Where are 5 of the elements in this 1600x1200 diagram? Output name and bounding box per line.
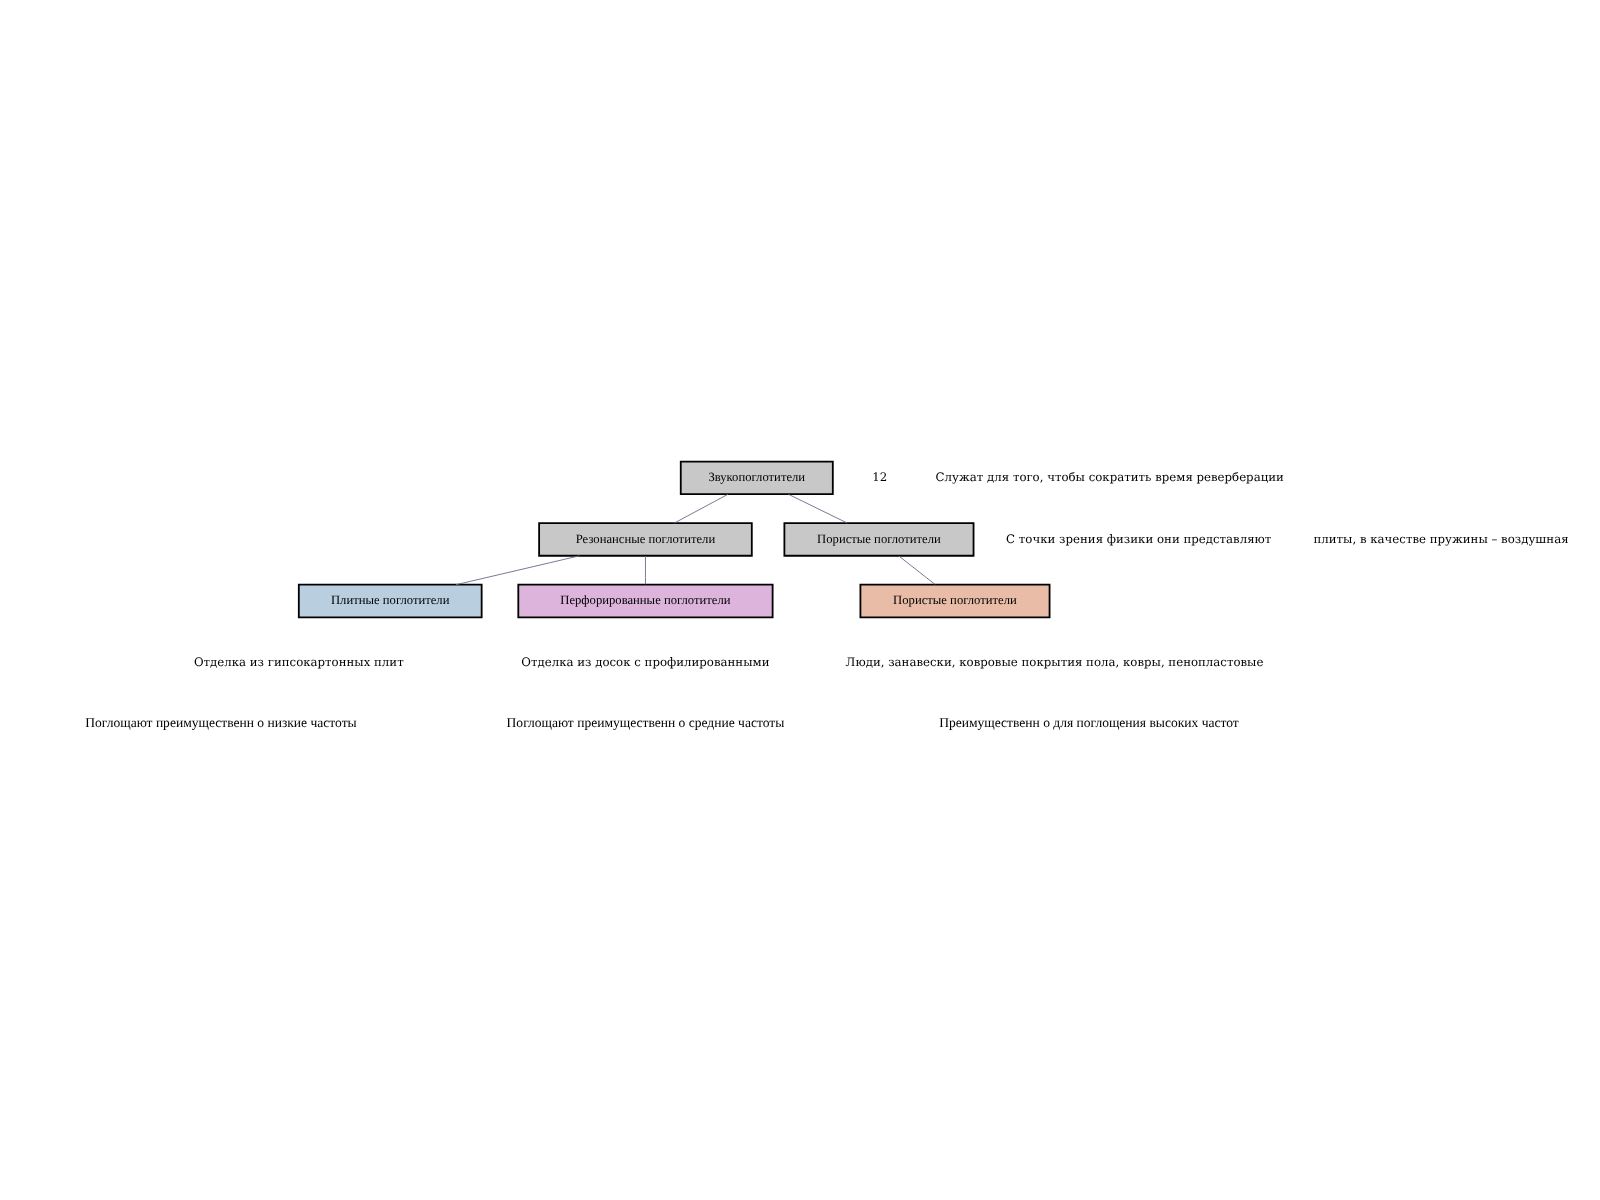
connector	[898, 554, 936, 584]
connector	[645, 554, 646, 584]
connector	[455, 554, 580, 585]
connector	[788, 492, 848, 523]
connector	[673, 492, 729, 523]
